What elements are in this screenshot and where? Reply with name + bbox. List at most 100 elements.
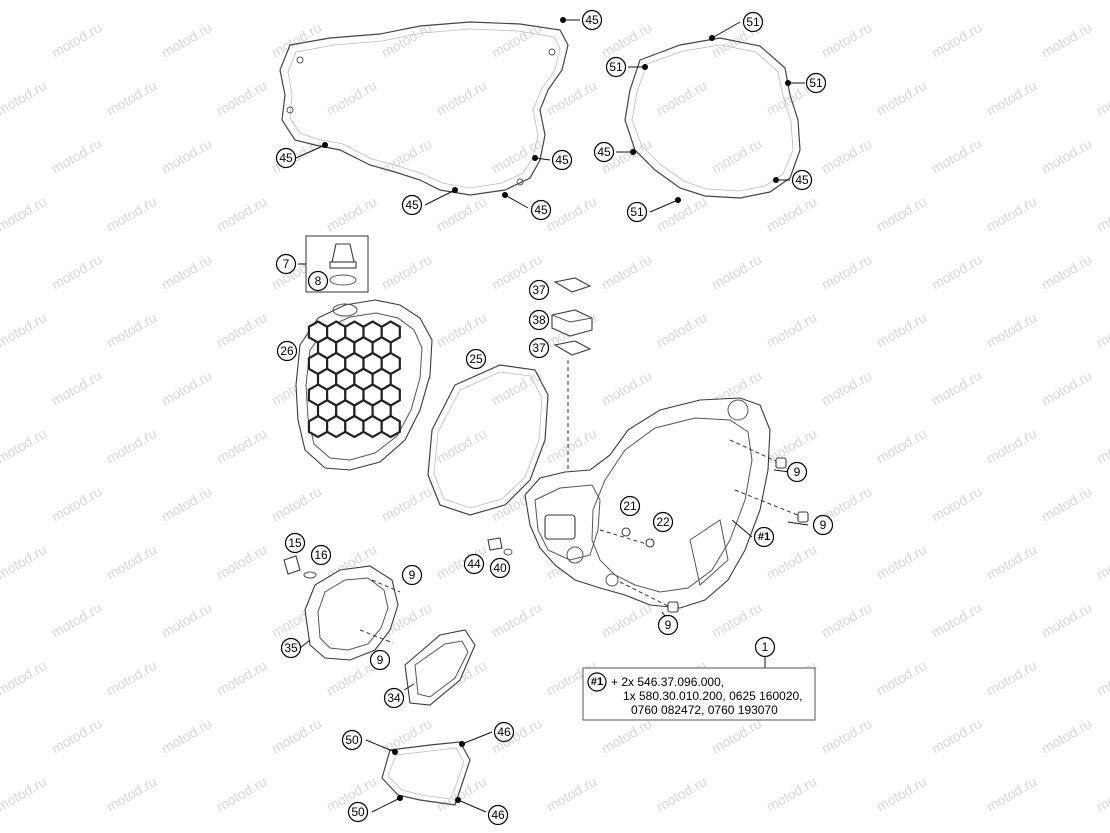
watermark-text: motod.ru [159,715,215,756]
watermark-text: motod.ru [104,193,160,234]
callout-number: 25 [469,352,483,366]
callout-34: 34 [383,687,405,709]
callout-number: 9 [409,568,416,582]
callout-circle [812,514,834,536]
callout-number: 8 [315,274,322,288]
watermark-text: motod.ru [929,599,985,640]
honeycomb-cell [307,414,329,439]
callout-circle [593,141,615,163]
callout-16: 16 [310,544,332,566]
callout-number: 51 [630,205,644,219]
callout-circle [619,495,641,517]
callout-46: 46 [487,804,509,826]
callout-number: 9 [820,518,827,532]
watermark-text: motod.ru [874,657,930,698]
callout-15: 15 [284,532,306,554]
callout-number: 16 [314,548,328,562]
callout-circle [626,201,648,223]
watermark-text: motod.ru [1039,135,1095,176]
watermark-text: motod.ru [764,193,820,234]
callout-circle [275,253,297,275]
callout-number: 9 [377,653,384,667]
watermark-text: motod.ru [984,773,1040,814]
note-box: #1 + 2x 546.37.096.000, 1x 580.30.010.20… [582,667,816,721]
watermark-text: motod.ru [819,135,875,176]
callout-number: 51 [746,15,760,29]
watermark-text: motod.ru [49,715,105,756]
callout-circle [487,804,509,826]
callout-circle [401,564,423,586]
callout-circle [310,544,332,566]
callout-circle [276,340,298,362]
callout-number: 50 [345,733,359,747]
callout-circle [530,199,552,221]
watermark-text: motod.ru [159,599,215,640]
watermark-text: motod.ru [379,251,435,292]
watermark-text: motod.ru [1039,367,1095,408]
watermark-text: motod.ru [49,19,105,60]
callout-number: #1 [758,531,770,543]
watermark-text: motod.ru [159,19,215,60]
callout-circle [341,729,363,751]
pump-cover-35 [304,565,401,661]
callout-51: 51 [626,201,648,223]
watermark-text: motod.ru [104,657,160,698]
watermark-text: motod.ru [489,19,545,60]
callout-40: 40 [489,557,511,579]
gasket-45-top-left [279,21,569,196]
watermark-text: motod.ru [0,425,49,466]
watermark-text: motod.ru [1094,425,1110,466]
note-line-3: 0760 082472, 0760 193070 [631,703,778,717]
small-parts-44-40 [487,537,513,556]
watermark-text: motod.ru [764,541,820,582]
callout-number: 21 [623,499,637,513]
watermark-text: motod.ru [324,0,380,3]
watermark-text: motod.ru [214,425,270,466]
watermark-text: motod.ru [544,0,600,3]
callout-8: 8 [307,270,329,292]
watermark-text: motod.ru [434,309,490,350]
gasket-37-38-stack [551,277,593,480]
plug-15-16 [283,555,317,579]
callout-number: 9 [794,465,801,479]
callout-51: 51 [742,11,764,33]
callout-45: 45 [275,147,297,169]
callout-9: 9 [401,564,423,586]
callout-circle [369,649,391,671]
watermark-text: motod.ru [104,425,160,466]
clutch-cover-26 [295,299,433,471]
watermark-text: motod.ru [214,77,270,118]
watermark-text: motod.ru [929,715,985,756]
watermark-text: motod.ru [709,135,765,176]
callout-number: 22 [656,515,670,529]
watermark-text: motod.ru [104,773,160,814]
watermark-text: motod.ru [159,483,215,524]
callout-circle [652,511,674,533]
callout-45: 45 [530,199,552,221]
watermark-text: motod.ru [764,0,820,3]
watermark-text: motod.ru [874,773,930,814]
watermark-text: motod.ru [874,0,930,3]
callout-circle [581,9,603,31]
watermark-text: motod.ru [379,715,435,756]
watermark-text: motod.ru [599,251,655,292]
watermark-text: motod.ru [984,425,1040,466]
callout-circle [528,279,550,301]
watermark-text: motod.ru [819,715,875,756]
watermark-text: motod.ru [1094,193,1110,234]
callout-1: 1 [754,636,776,658]
callout-number: 45 [534,203,548,217]
callout-51: 51 [805,72,827,94]
watermark-text: motod.ru [929,367,985,408]
watermark-text: motod.ru [1039,599,1095,640]
watermark-text: motod.ru [214,773,270,814]
callout-9: 9 [369,649,391,671]
callout-circle [753,526,775,548]
watermark-text: motod.ru [49,367,105,408]
callout-44: 44 [463,553,485,575]
callout-38: 38 [528,309,550,331]
callout-circle [742,11,764,33]
honeycomb-cell [362,414,383,439]
callout-number: 44 [467,557,481,571]
